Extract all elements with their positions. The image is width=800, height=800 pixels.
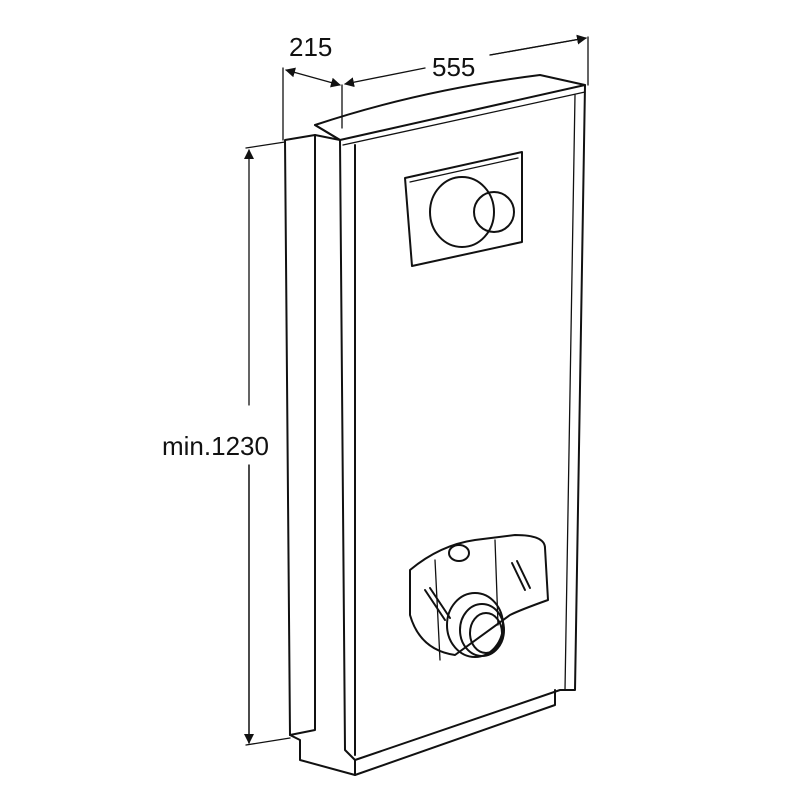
dimension-height — [246, 142, 291, 746]
mounting-stud-left — [424, 587, 451, 621]
toilet-connection-cutout — [409, 534, 549, 661]
dimension-width — [345, 34, 589, 85]
front-panel — [314, 74, 586, 761]
flush-plate — [404, 151, 523, 267]
dimension-depth — [282, 67, 343, 141]
height-label: min.1230 — [162, 431, 269, 461]
width-label: 555 — [432, 52, 475, 82]
flush-button-small — [473, 191, 515, 233]
water-inlet — [448, 544, 470, 562]
drain-pipe-inner — [469, 612, 503, 654]
flush-button-large — [429, 176, 495, 248]
frame-side-body — [284, 134, 556, 776]
mounting-stud-right — [511, 560, 531, 591]
depth-label: 215 — [289, 32, 332, 62]
